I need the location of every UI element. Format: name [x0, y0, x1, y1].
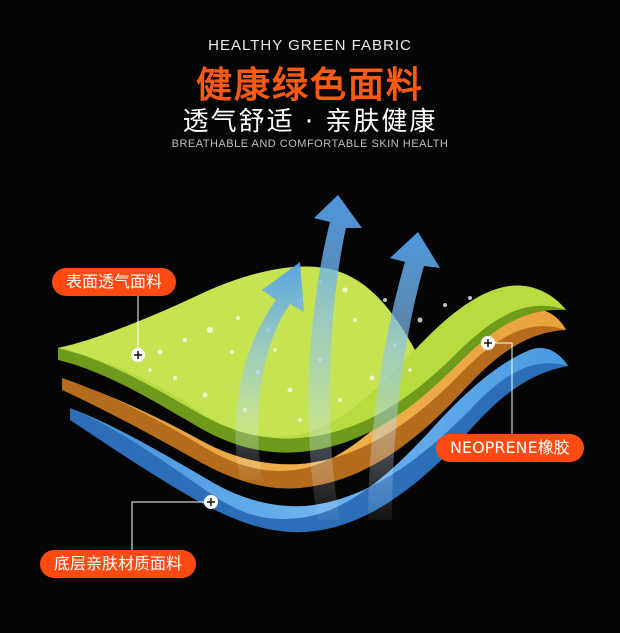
callout-top-layer: 表面透气面料	[52, 268, 177, 296]
neoprene-layer	[62, 308, 566, 489]
airflow-arrows	[235, 195, 440, 520]
callout-middle-layer: NEOPRENE橡胶	[436, 434, 584, 462]
arrow-left-icon	[235, 262, 304, 480]
plus-markers	[131, 336, 495, 509]
english-title: HEALTHY GREEN FABRIC	[208, 37, 412, 54]
english-subtitle: BREATHABLE AND COMFORTABLE SKIN HEALTH	[171, 138, 449, 150]
plus-icon-bottom	[204, 495, 218, 509]
plus-icon-middle	[481, 336, 495, 350]
plus-icon-top	[131, 348, 145, 362]
arrow-right-icon	[368, 232, 440, 520]
arrow-center-icon	[308, 195, 362, 520]
chinese-subtitle: 透气舒适 · 亲肤健康	[182, 107, 438, 137]
callout-bottom-layer: 底层亲肤材质面料	[40, 550, 197, 578]
skin-layer	[70, 348, 568, 533]
chinese-title: 健康绿色面料	[195, 65, 424, 106]
